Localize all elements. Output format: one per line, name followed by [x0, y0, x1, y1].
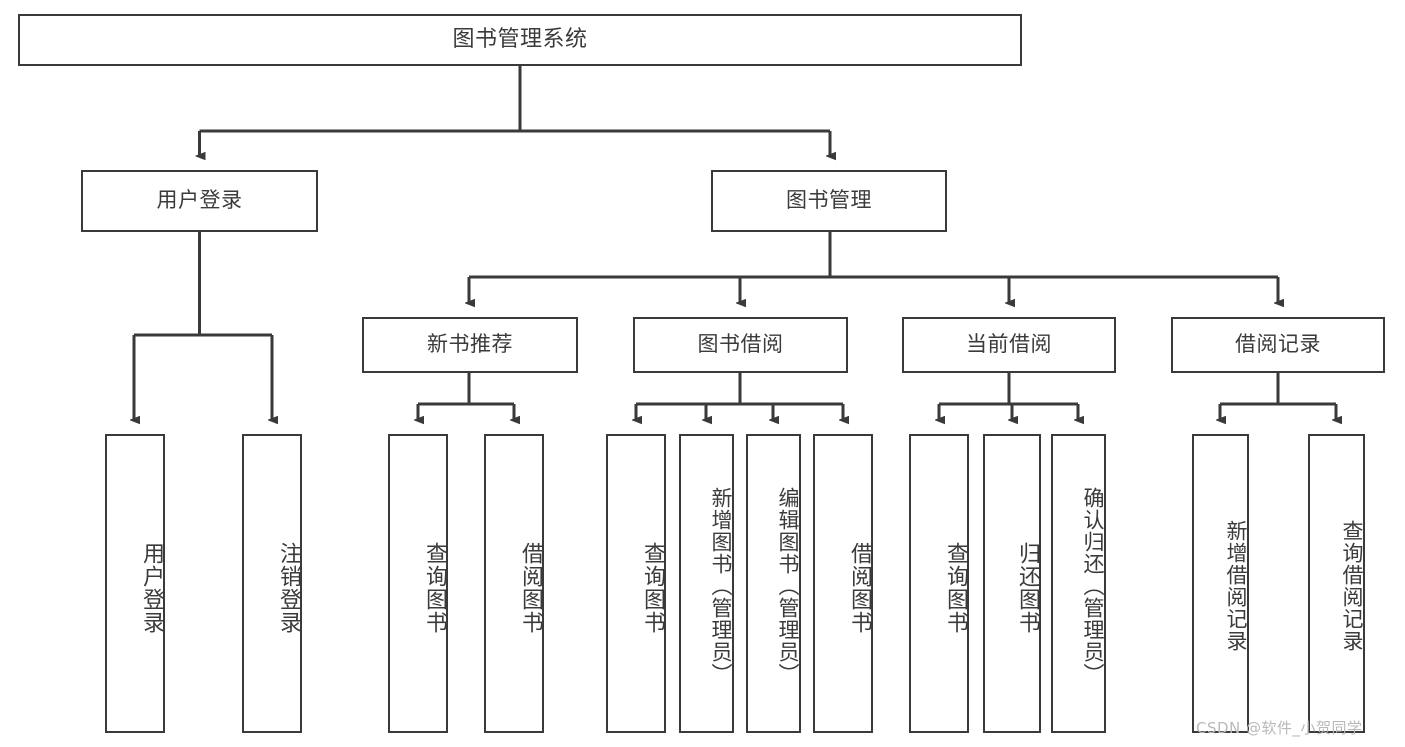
node-label: 查询图书 [943, 541, 968, 634]
node-label: 查询图书 [422, 541, 447, 634]
node-label: 编辑图书（管理员） [776, 486, 800, 685]
node-leaf-7[interactable]: 借阅图书 [813, 434, 873, 733]
node-label: 新增图书（管理员） [709, 486, 733, 685]
node-label: 图书借阅 [697, 332, 784, 357]
node-level3-1[interactable]: 图书借阅 [633, 317, 848, 373]
node-label: 借阅图书 [847, 541, 872, 634]
node-level3-3[interactable]: 借阅记录 [1171, 317, 1385, 373]
node-level2-0[interactable]: 用户登录 [81, 170, 318, 232]
node-label: 新书推荐 [427, 332, 513, 357]
node-label: 借阅图书 [518, 541, 543, 634]
node-leaf-1[interactable]: 注销登录 [242, 434, 302, 733]
node-leaf-4[interactable]: 查询图书 [606, 434, 666, 733]
node-label: 确认归还（管理员） [1081, 486, 1105, 685]
node-leaf-10[interactable]: 确认归还（管理员） [1051, 434, 1106, 733]
node-label: 借阅记录 [1235, 332, 1321, 357]
node-leaf-2[interactable]: 查询图书 [388, 434, 448, 733]
node-leaf-12[interactable]: 查询借阅记录 [1308, 434, 1365, 733]
node-leaf-6[interactable]: 编辑图书（管理员） [746, 434, 801, 733]
node-label: 注销登录 [276, 541, 301, 634]
node-level3-0[interactable]: 新书推荐 [362, 317, 578, 373]
node-leaf-11[interactable]: 新增借阅记录 [1192, 434, 1249, 733]
node-leaf-5[interactable]: 新增图书（管理员） [679, 434, 734, 733]
node-leaf-8[interactable]: 查询图书 [909, 434, 969, 733]
node-level2-1[interactable]: 图书管理 [711, 170, 947, 232]
node-label: 当前借阅 [966, 332, 1052, 357]
node-leaf-3[interactable]: 借阅图书 [484, 434, 544, 733]
node-label: 图书管理系统 [452, 26, 588, 52]
node-label: 归还图书 [1015, 541, 1040, 634]
node-level3-2[interactable]: 当前借阅 [902, 317, 1116, 373]
node-label: 用户登录 [156, 188, 243, 213]
node-root-0[interactable]: 图书管理系统 [18, 14, 1022, 66]
node-label: 查询图书 [640, 541, 665, 634]
node-leaf-9[interactable]: 归还图书 [983, 434, 1041, 733]
node-label: 新增借阅记录 [1224, 519, 1248, 652]
csdn-watermark: CSDN @软件_小贺同学 [1196, 719, 1363, 737]
node-label: 用户登录 [139, 541, 164, 634]
node-leaf-0[interactable]: 用户登录 [105, 434, 165, 733]
node-label: 查询借阅记录 [1340, 519, 1364, 652]
node-label: 图书管理 [786, 188, 872, 213]
